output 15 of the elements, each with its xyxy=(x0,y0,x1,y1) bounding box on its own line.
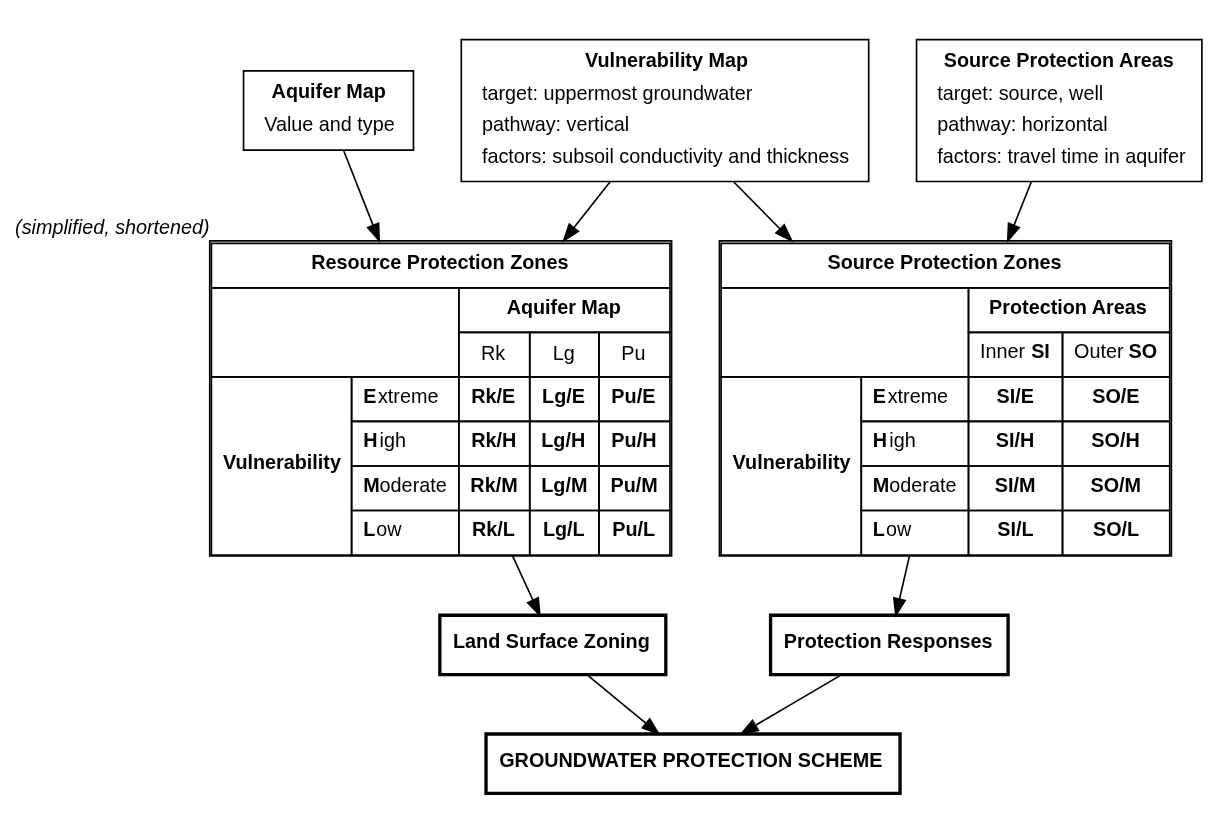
node-label: (simplified, shortened) xyxy=(15,215,210,238)
arrow xyxy=(892,555,911,618)
arrow xyxy=(739,674,843,735)
arrow xyxy=(342,149,381,244)
arrow xyxy=(1006,180,1033,244)
node-box: Protection Responses xyxy=(768,613,1010,677)
arrow xyxy=(732,180,794,243)
node-box: Vulnerability Map target: uppermost groundwater pathway: vertical factors: subsoil conductivity and thickness xyxy=(460,38,870,183)
node-box: Source Protection Areas target: source, well pathway: horizontal factors: travel time in aquifer xyxy=(915,38,1203,183)
node-box: Aquifer Map Value and type xyxy=(242,70,415,151)
arrow xyxy=(511,555,541,618)
node-box: Land Surface Zoning xyxy=(438,613,668,677)
arrow xyxy=(586,674,661,736)
arrow xyxy=(562,180,611,243)
node-box: GROUNDWATER PROTECTION SCHEME xyxy=(484,732,902,796)
